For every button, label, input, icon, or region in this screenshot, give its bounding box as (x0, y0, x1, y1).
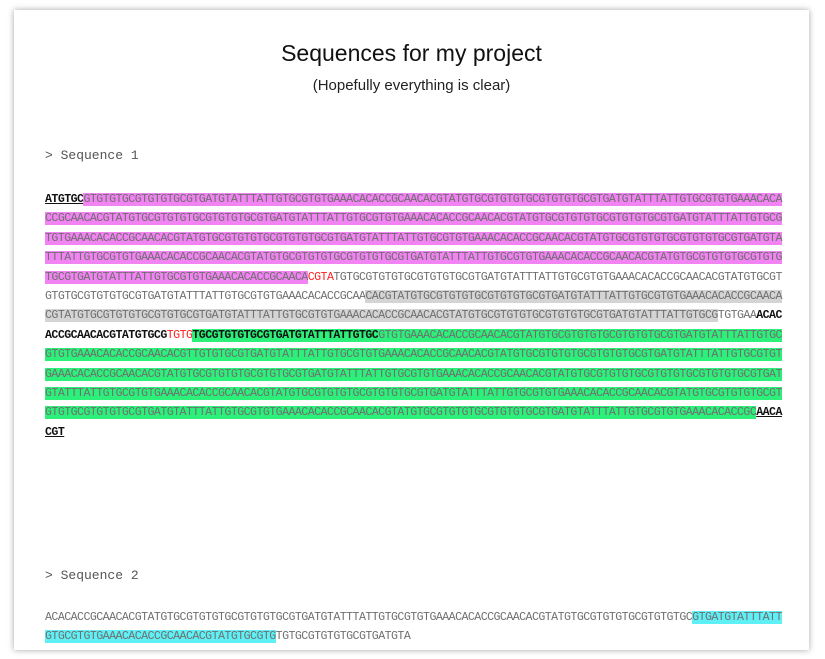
document-page: Sequences for my project (Hopefully ever… (14, 10, 809, 650)
page-subtitle: (Hopefully everything is clear) (312, 77, 511, 94)
sequence-segment: CGTA (307, 270, 334, 284)
sequence-segment: TGCGTGTGTGCGTGATGTATTTATTGTGC (192, 328, 379, 342)
sequence-segment: TGTGAA (717, 309, 757, 323)
sequence-segment: ACACACCGCAACACGTATGTGCG (45, 309, 782, 342)
sequence-segment: ACACACCGCAACACGTATGTGCGTGTGTGCGTGTGTGCGT… (45, 611, 693, 624)
sequence-segment: TGTG (166, 328, 193, 342)
sequence-2-text: ACACACCGCAACACGTATGTGCGTGTGTGCGTGTGTGCGT… (45, 608, 785, 647)
sequence-segment: TGTGCGTGTGTGCGTGTGTGCGTGATGTATTTATTGTGCG… (45, 270, 782, 304)
sequence-1-label: > Sequence 1 (45, 148, 139, 163)
sequence-segment: ATGTGC (45, 193, 84, 206)
sequence-segment: TGTGCGTGTGTGCGTGATGTA (275, 630, 411, 644)
sequence-segment: GTGTGAAACACACCGCAACACGTATGTGCGTGTGTGCGTG… (45, 328, 782, 420)
page-title: Sequences for my project (281, 40, 542, 66)
sequence-segment: AACACGT (45, 406, 782, 439)
sequence-1-text: ATGTGCGTGTGTGCGTGTGTGCGTGATGTATTTATTGTGC… (45, 190, 785, 442)
sequence-2-label: > Sequence 2 (45, 568, 139, 583)
